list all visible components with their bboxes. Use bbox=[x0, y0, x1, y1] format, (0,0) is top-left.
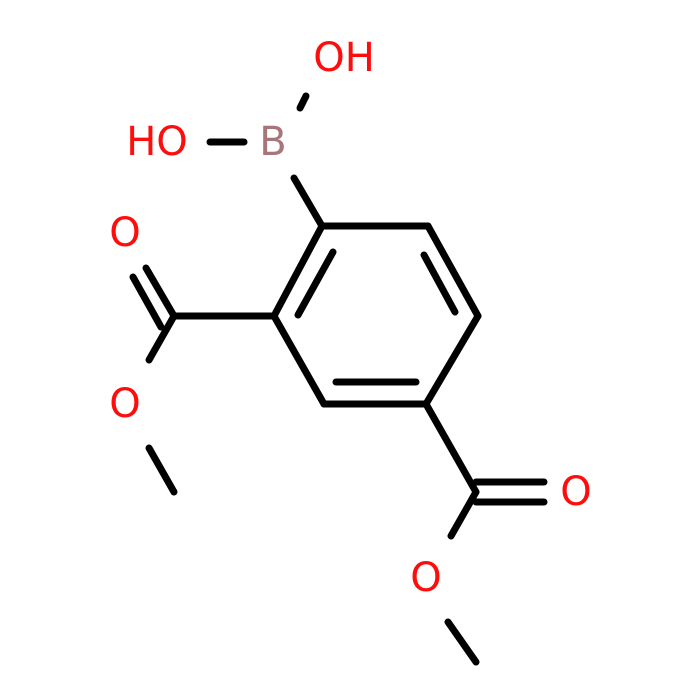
atom-label-ester2-ether-oxygen: O bbox=[410, 555, 441, 601]
atom-label-ester1-carbonyl-oxygen: O bbox=[109, 210, 140, 256]
atom-label-boron: B bbox=[259, 119, 286, 165]
bond-ester2-ether bbox=[447, 488, 480, 540]
ring-bond-c3-c4 bbox=[422, 312, 482, 408]
bond-ester1-carbonyl-b bbox=[129, 273, 165, 331]
ring-bond-c2-c3 bbox=[424, 222, 482, 320]
ring-inner-bond-c2-c3 bbox=[420, 251, 459, 316]
atom-label-ho-left: HO bbox=[126, 119, 188, 165]
ring-bond-c6-c1 bbox=[270, 222, 326, 320]
bond-c1-b bbox=[290, 174, 326, 230]
bond-c4-ester2-carbon bbox=[422, 400, 480, 496]
bond-b-oh-top bbox=[296, 92, 310, 112]
atom-labels: OH HO B O O O O bbox=[109, 35, 591, 601]
bond-ester1-ether bbox=[145, 312, 178, 364]
atom-label-oh-top: OH bbox=[313, 35, 375, 81]
atom-label-ester2-carbonyl-oxygen: O bbox=[560, 469, 591, 515]
bond-ester1-methyl bbox=[145, 444, 178, 496]
bond-ester2-methyl bbox=[444, 618, 480, 666]
bond-ester1-carbonyl-a bbox=[142, 264, 178, 320]
ring-inner-bond-c6-c1 bbox=[294, 248, 337, 319]
atom-label-ester1-ether-oxygen: O bbox=[109, 381, 140, 427]
bonds bbox=[129, 92, 548, 666]
ring-bond-c5-c6 bbox=[270, 312, 328, 408]
